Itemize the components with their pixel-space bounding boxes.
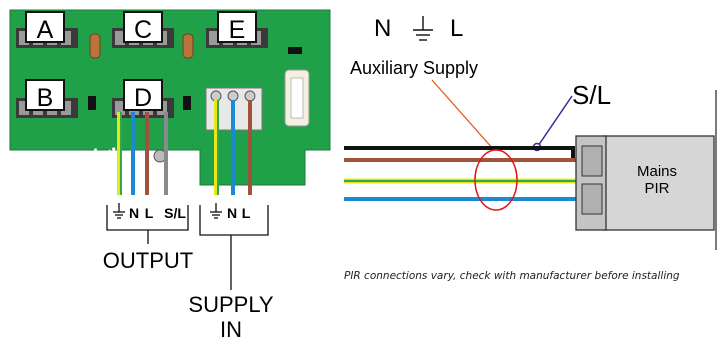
output-l-label: L xyxy=(145,205,154,221)
wire-black xyxy=(344,146,575,162)
terminal-block-b: B xyxy=(16,79,78,118)
pir-label-line2: PIR xyxy=(644,180,669,197)
terminal-label-d: D xyxy=(134,84,152,112)
output-n-label: N xyxy=(129,205,139,221)
fuse xyxy=(284,69,310,127)
supply-bracket xyxy=(199,205,269,290)
cable-wires xyxy=(344,146,582,201)
resistor xyxy=(89,33,101,59)
supply-caption-line2: IN xyxy=(220,317,242,341)
terminal-block-c: C xyxy=(112,11,174,48)
output-wires xyxy=(117,112,168,195)
legend-l-label: L xyxy=(450,15,463,42)
sl-label: S/L xyxy=(572,80,611,110)
terminal-label-a: A xyxy=(37,16,54,44)
supply-wires xyxy=(214,100,252,195)
capacitor xyxy=(182,33,194,59)
terminal-block-a: A xyxy=(16,11,78,48)
diode xyxy=(88,47,302,110)
terminal-block-e: E xyxy=(206,11,268,48)
legend: N L xyxy=(374,15,463,42)
auxiliary-pointer-line xyxy=(431,79,495,151)
pir-label-line1: Mains xyxy=(637,163,677,180)
sl-pointer-line xyxy=(537,95,573,147)
supply-n-label: N xyxy=(227,205,237,221)
output-bracket xyxy=(106,205,189,244)
auxiliary-highlight-circle xyxy=(474,149,518,211)
earth-symbol-icon xyxy=(113,203,125,219)
output-caption: OUTPUT xyxy=(103,248,193,273)
legend-n-label: N xyxy=(374,15,391,42)
terminal-label-e: E xyxy=(229,16,246,44)
earth-symbol-icon xyxy=(413,16,433,41)
auxiliary-supply-label: Auxiliary Supply xyxy=(350,58,478,78)
terminal-label-c: C xyxy=(134,16,152,44)
terminal-block-d: D xyxy=(112,79,174,118)
supply-caption-line1: SUPPLY xyxy=(188,292,274,317)
earth-symbol-icon xyxy=(210,203,222,219)
pir-connections-note: PIR connections vary, check with manufac… xyxy=(344,270,680,282)
output-terminal-labels: N L S/L xyxy=(113,203,186,221)
terminal-label-b: B xyxy=(37,84,54,112)
supply-terminal-labels: N L xyxy=(210,203,251,221)
output-sl-label: S/L xyxy=(164,205,186,221)
supply-l-label: L xyxy=(242,205,251,221)
logo-text: ral xyxy=(76,146,98,166)
mains-pir-unit: Mains PIR xyxy=(575,90,717,250)
